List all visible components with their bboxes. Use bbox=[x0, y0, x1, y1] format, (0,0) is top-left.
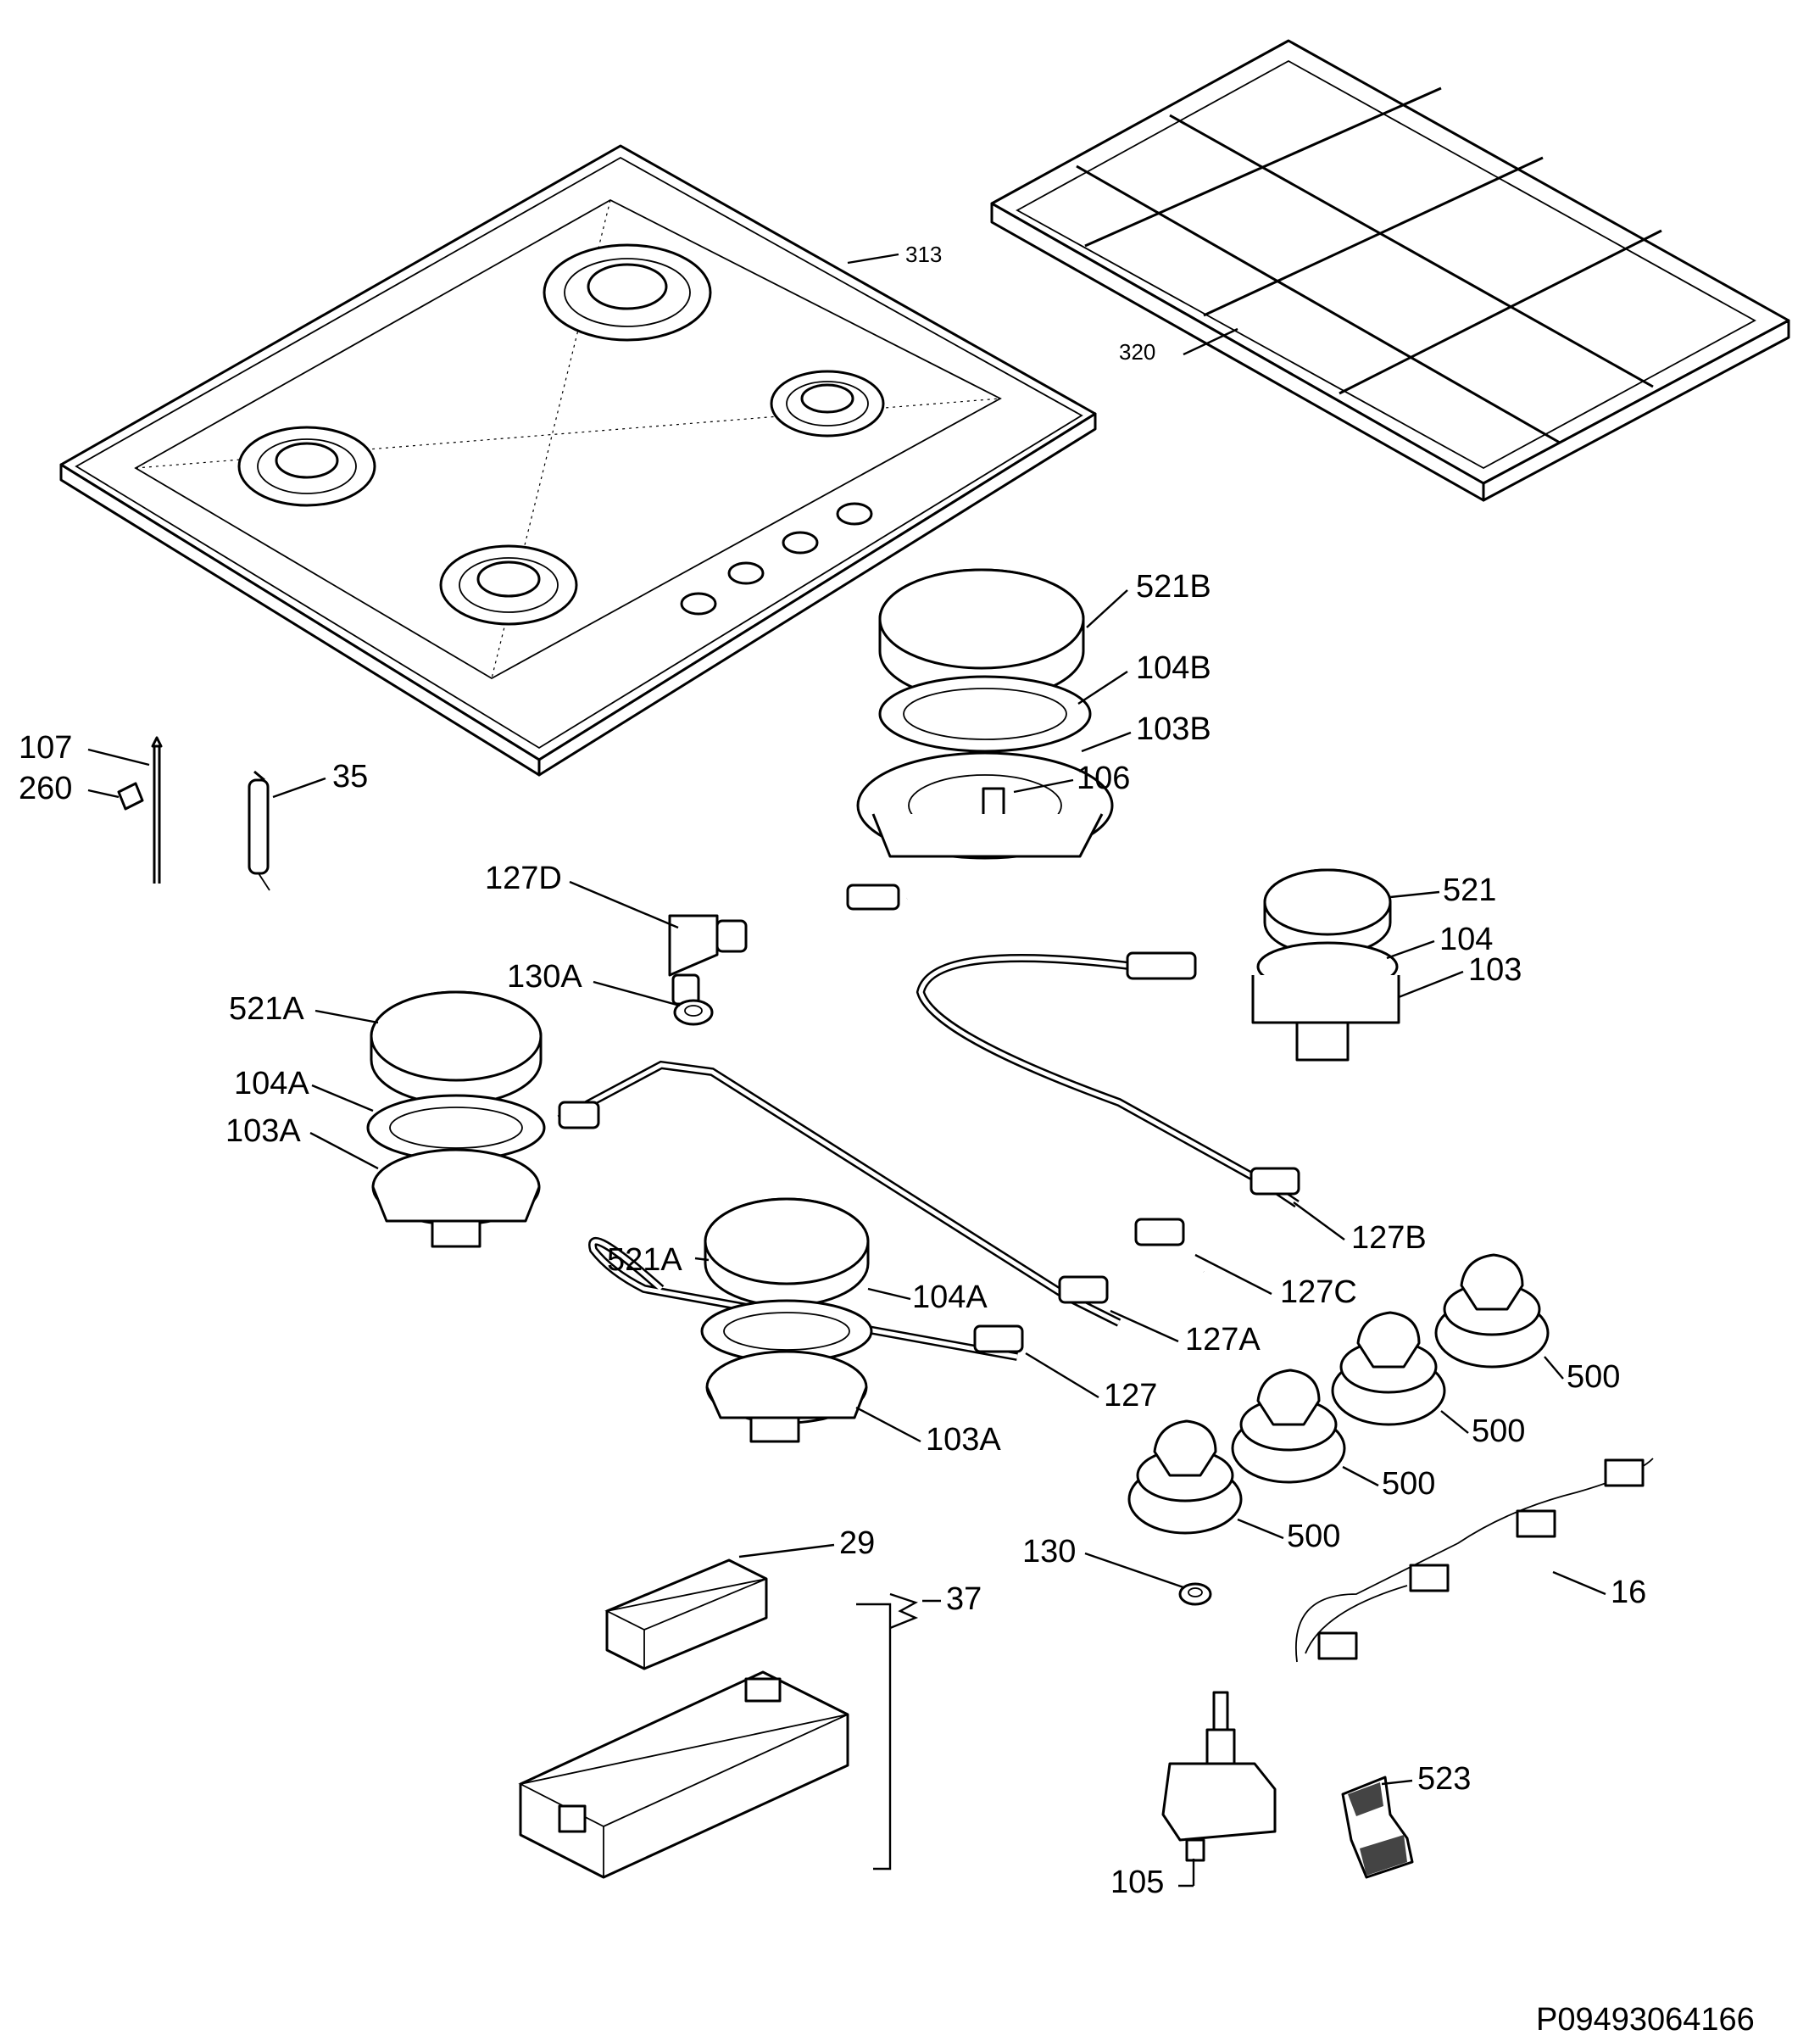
label-103B: 103B bbox=[1136, 711, 1211, 747]
label-107: 107 bbox=[19, 730, 72, 766]
label-130: 130 bbox=[1022, 1534, 1076, 1569]
burner-right-assembly bbox=[1251, 868, 1400, 1062]
label-130A: 130A bbox=[507, 959, 582, 995]
label-521A-left: 521A bbox=[229, 991, 304, 1027]
mounting-bracket bbox=[1341, 1776, 1414, 1879]
hob-burner-large bbox=[543, 243, 712, 342]
label-29: 29 bbox=[839, 1525, 875, 1561]
hob-burner-left bbox=[237, 426, 376, 507]
label-127D: 127D bbox=[485, 861, 562, 896]
drawing-code: P09493064166 bbox=[1536, 2002, 1755, 2035]
gas-pipes bbox=[557, 884, 1300, 1361]
seal-130 bbox=[1178, 1582, 1212, 1606]
ignition-group bbox=[518, 1670, 849, 1879]
label-106: 106 bbox=[1077, 761, 1130, 796]
label-320: 320 bbox=[1119, 339, 1155, 365]
label-105: 105 bbox=[1110, 1865, 1164, 1900]
hob-top-plate bbox=[59, 144, 1097, 777]
label-16: 16 bbox=[1611, 1575, 1646, 1610]
label-127A: 127A bbox=[1185, 1322, 1261, 1358]
label-127: 127 bbox=[1104, 1378, 1157, 1413]
label-104B: 104B bbox=[1136, 650, 1211, 686]
label-127C: 127C bbox=[1280, 1274, 1357, 1310]
label-523: 523 bbox=[1417, 1761, 1471, 1797]
label-521: 521 bbox=[1443, 873, 1496, 908]
label-104: 104 bbox=[1439, 922, 1493, 957]
clip-part bbox=[117, 782, 144, 811]
seal-130A bbox=[673, 999, 714, 1026]
label-103: 103 bbox=[1468, 952, 1522, 988]
label-104A-left: 104A bbox=[234, 1066, 309, 1101]
label-104A-mid: 104A bbox=[912, 1280, 988, 1315]
hob-burner-right bbox=[770, 370, 885, 438]
label-521A-mid: 521A bbox=[607, 1242, 682, 1278]
label-35: 35 bbox=[332, 759, 368, 794]
thermocouple-part bbox=[151, 736, 163, 884]
label-500-3: 500 bbox=[1472, 1413, 1525, 1449]
control-knob bbox=[1434, 1253, 1550, 1369]
knob-holes bbox=[680, 502, 873, 616]
label-103A-mid: 103A bbox=[926, 1422, 1001, 1458]
label-500-1: 500 bbox=[1287, 1519, 1340, 1554]
burner-b-assembly bbox=[856, 568, 1114, 860]
control-knob bbox=[1331, 1311, 1446, 1426]
label-103A-left: 103A bbox=[225, 1113, 301, 1149]
hob-burner-front bbox=[439, 544, 578, 626]
gas-tap bbox=[1161, 1691, 1277, 1862]
label-260: 260 bbox=[19, 771, 72, 806]
label-521B: 521B bbox=[1136, 569, 1211, 605]
control-knob bbox=[1127, 1419, 1243, 1535]
label-313: 313 bbox=[905, 242, 942, 267]
label-500-4: 500 bbox=[1567, 1359, 1620, 1395]
control-knob bbox=[1231, 1369, 1346, 1484]
pan-support-grid bbox=[990, 39, 1790, 502]
label-500-2: 500 bbox=[1382, 1466, 1435, 1502]
label-127B: 127B bbox=[1351, 1220, 1427, 1256]
ignition-wiring bbox=[1295, 1458, 1654, 1663]
burner-a-mid-assembly bbox=[700, 1197, 873, 1443]
ignition-unit bbox=[604, 1558, 768, 1670]
burner-a-left-assembly bbox=[366, 990, 546, 1248]
elbow-fitting bbox=[668, 914, 748, 1006]
label-37: 37 bbox=[946, 1581, 982, 1617]
spark-plug-part bbox=[248, 770, 270, 891]
